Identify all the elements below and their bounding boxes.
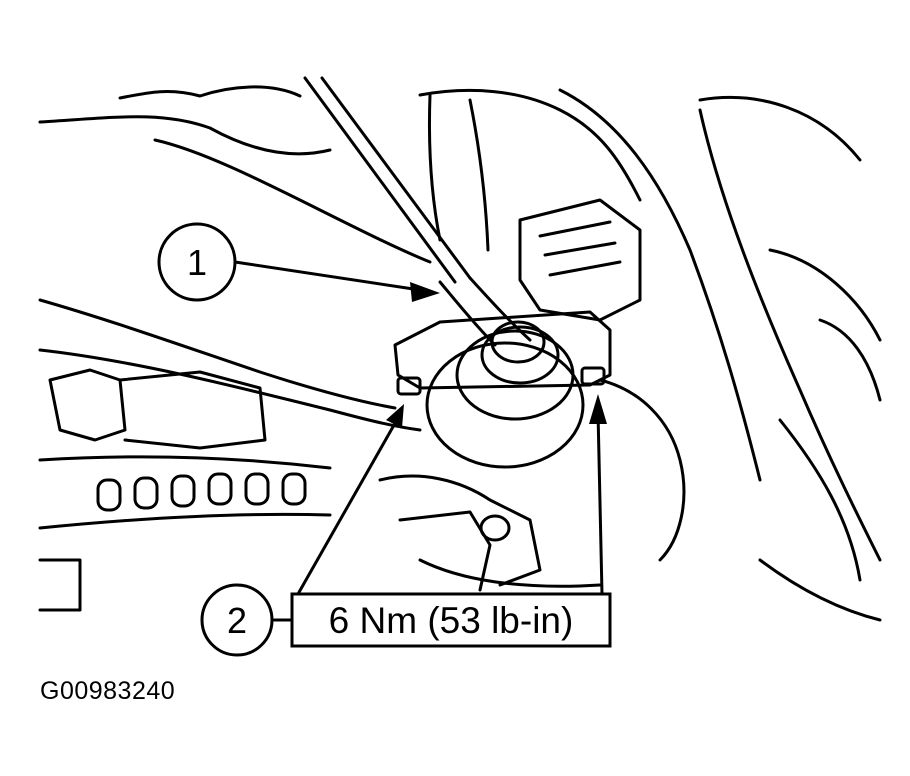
callout-2: 2 6 Nm (53 lb-in) [200, 394, 612, 657]
callout-1: 1 [157, 222, 440, 302]
callout-2-leader-right [596, 411, 604, 595]
callout-1-number: 1 [187, 242, 207, 283]
callout-2-number: 2 [227, 600, 247, 641]
torque-spec-label: 6 Nm (53 lb-in) [329, 600, 574, 641]
arrow-icon [589, 394, 607, 424]
cable-bracket [393, 310, 612, 469]
arrow-icon [410, 282, 440, 302]
callout-2-leader-left [296, 417, 400, 595]
figure-id: G00983240 [40, 677, 176, 705]
engine-bay-line-art [38, 85, 882, 622]
callout-1-leader [234, 260, 421, 292]
torque-spec-box [290, 592, 612, 648]
shift-cable [303, 76, 532, 347]
arrow-icon [386, 404, 404, 428]
